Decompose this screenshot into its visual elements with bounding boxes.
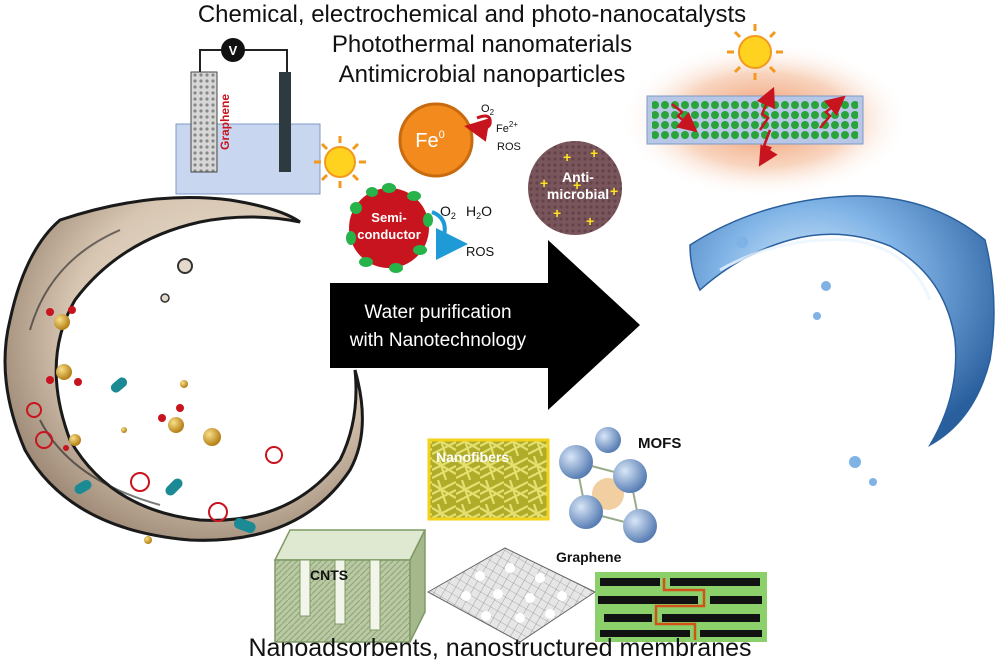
water-droplet (736, 236, 748, 248)
nanofibers-panel: Nanofibers (427, 438, 550, 521)
purification-arrow: Water purification with Nanotechnology (330, 240, 640, 410)
mofs-label: MOFS (638, 435, 681, 452)
positive-charges: +++ +++ + (540, 145, 618, 229)
mofs-structure: MOFS (559, 427, 681, 543)
title-line-2: Photothermal nanomaterials (332, 31, 632, 58)
graphene-electrode-label: Graphene (218, 94, 232, 150)
mof-pore (595, 427, 621, 453)
semiconductor-label-line-2: conductor (357, 227, 421, 242)
semiconductor-photocatalyst: Semi- conductor O2 H2O ROS (346, 183, 495, 273)
svg-text:+: + (610, 183, 618, 199)
bottom-title: Nanoadsorbents, nanostructured membranes (248, 634, 751, 662)
arrow-shape (330, 240, 640, 410)
clean-water-body (689, 195, 995, 448)
electrochemical-cell: V Graphene (175, 38, 321, 195)
semiconductor-reaction-arrow (431, 210, 468, 260)
svg-text:+: + (590, 145, 598, 161)
nanofibers-label: Nanofibers (436, 449, 509, 465)
water-droplet (821, 281, 831, 291)
contaminated-water-splash (3, 196, 364, 544)
semiconductor-label-line-1: Semi- (371, 210, 406, 225)
semiconductor-ros-label: ROS (466, 244, 495, 259)
water-droplet (849, 456, 861, 468)
pollutant-molecules (46, 306, 221, 544)
semiconductor-particle (349, 188, 429, 268)
mof-pore (559, 445, 593, 479)
heat-arrows (671, 86, 846, 167)
antimicrobial-label-line-2: microbial (547, 186, 609, 202)
iron-ion-label: Fe2+ (496, 120, 518, 135)
water-droplet (813, 312, 821, 320)
counter-electrode (279, 72, 291, 172)
title-line-3: Antimicrobial nanoparticles (339, 61, 626, 88)
svg-text:+: + (586, 213, 594, 229)
iron-o2-label: O2 (481, 103, 495, 117)
mof-pore (613, 459, 647, 493)
title-line-1: Chemical, electrochemical and photo-nano… (198, 1, 746, 28)
iron-reaction-arrow (464, 114, 492, 142)
iron-nanocatalyst: Fe0 O2 Fe2+ ROS (398, 102, 521, 178)
semiconductor-dots (346, 183, 433, 273)
svg-text:+: + (540, 175, 548, 191)
svg-text:+: + (573, 177, 581, 193)
sun-icon (727, 24, 783, 80)
clean-water-splash (689, 195, 995, 486)
svg-text:+: + (553, 205, 561, 221)
nanofibers-image (427, 438, 550, 521)
semiconductor-o2-label: O2 (440, 203, 456, 221)
antimicrobial-nanoparticle: +++ +++ + Anti- microbial (528, 141, 622, 235)
virus-icons (26, 402, 283, 522)
voltmeter-icon (221, 38, 245, 62)
mof-pore (569, 495, 603, 529)
antimicrobial-label-line-1: Anti- (562, 169, 594, 185)
semiconductor-water-label: H2O (466, 203, 492, 221)
cnts-array: CNTS (273, 529, 427, 643)
graphene-sheet: Graphene (426, 547, 622, 643)
graphene-label: Graphene (556, 549, 622, 565)
photothermal-membrane (620, 24, 910, 198)
water-droplet (869, 478, 877, 486)
iron-ros-label: ROS (497, 141, 521, 153)
svg-text:+: + (563, 149, 571, 165)
graphene-foam-electrode (190, 71, 218, 173)
dirty-water-body (3, 196, 364, 542)
sun-icon (314, 136, 366, 188)
layered-membrane (595, 572, 767, 642)
mof-pore (623, 509, 657, 543)
voltmeter-label: V (229, 43, 238, 58)
arrow-label-line-1: Water purification (364, 302, 511, 323)
cnts-label: CNTS (310, 567, 348, 583)
iron-label: Fe0 (415, 129, 444, 152)
bacteria-icons (74, 377, 256, 533)
arrow-label-line-2: with Nanotechnology (349, 330, 527, 351)
